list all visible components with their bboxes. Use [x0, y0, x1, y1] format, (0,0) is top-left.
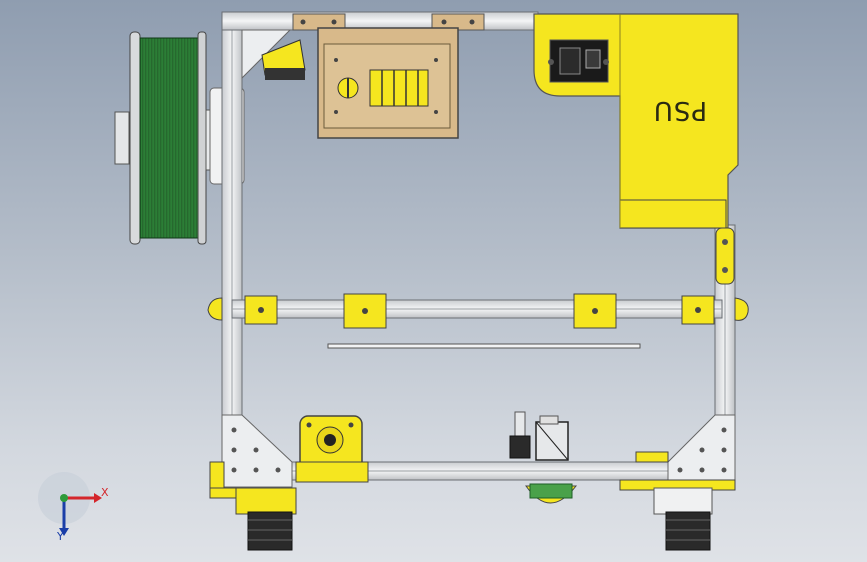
x-axis-carriage-blocks [207, 293, 749, 329]
bottom-right-corner [619, 414, 736, 491]
triad-y-label: Y [57, 530, 64, 543]
top-brackets [241, 13, 485, 80]
bottom-left-corner [209, 414, 293, 489]
left-stepper-motor [209, 487, 297, 551]
right-stepper-motor [653, 487, 713, 551]
motor-mount [295, 415, 369, 483]
psu-label: PSU [652, 95, 708, 125]
hotend-assembly [509, 411, 578, 504]
controller-plate [317, 27, 459, 139]
triad-x-label: X [101, 486, 109, 499]
psu-housing [533, 13, 739, 229]
right-side-bracket [715, 227, 735, 285]
axis-triad [38, 472, 102, 536]
